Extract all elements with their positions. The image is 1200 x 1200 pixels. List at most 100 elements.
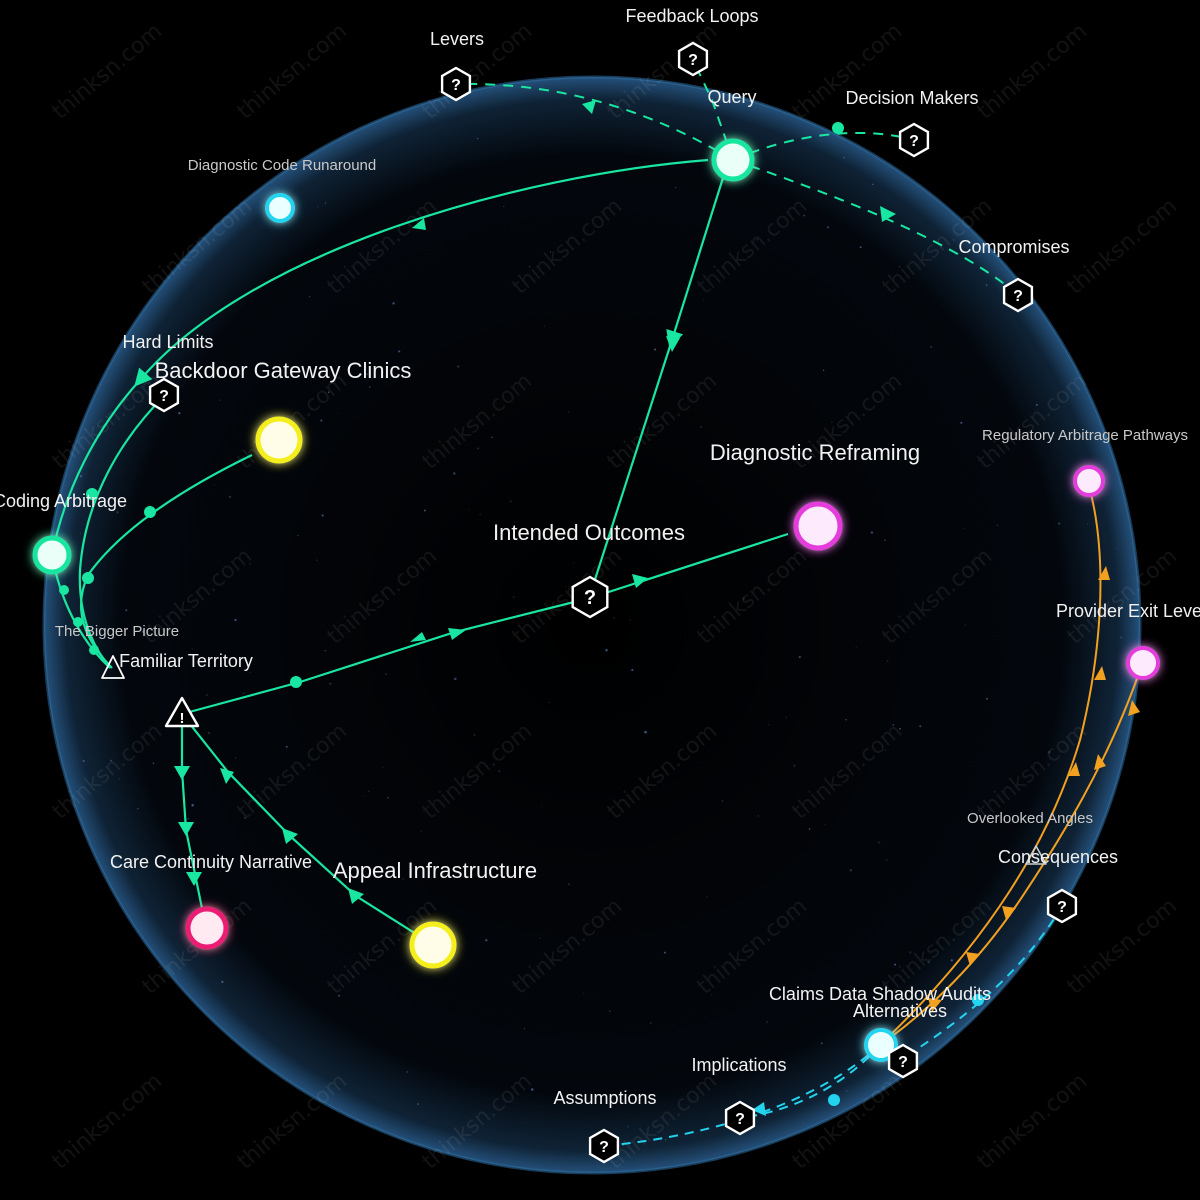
arrow-marker — [348, 888, 364, 904]
star — [884, 749, 887, 751]
node-decision-makers[interactable]: ? — [898, 122, 930, 158]
star — [885, 859, 888, 861]
star — [234, 757, 236, 759]
star — [503, 205, 505, 208]
star — [808, 828, 811, 830]
edge-query-to-decision — [732, 132, 915, 161]
node-backdoor-gateway-clinics[interactable] — [255, 416, 303, 464]
star — [1048, 750, 1051, 754]
star — [218, 399, 221, 402]
star — [309, 296, 311, 298]
arrow-marker — [666, 336, 680, 352]
star — [803, 214, 806, 217]
edges-orange — [879, 481, 1143, 1046]
star — [477, 447, 480, 450]
node-regulatory-arbitrage-pathways[interactable] — [1073, 465, 1105, 497]
star — [541, 805, 543, 807]
star — [242, 692, 245, 695]
star — [626, 1125, 629, 1128]
node-compromises[interactable]: ? — [1002, 277, 1034, 313]
star — [453, 472, 456, 475]
label-care-continuity-narrative: Care Continuity Narrative — [110, 852, 312, 872]
star — [721, 800, 724, 802]
star — [596, 996, 598, 998]
star — [142, 630, 145, 633]
star — [664, 1139, 667, 1141]
node-labels: Query Feedback Loops Levers Decision Mak… — [0, 6, 1200, 1108]
node-overlooked-angles[interactable] — [1025, 845, 1047, 865]
star — [605, 649, 608, 652]
node-appeal-infrastructure[interactable] — [409, 921, 457, 969]
star — [316, 206, 319, 208]
node-coding-arbitrage[interactable] — [32, 535, 72, 575]
node-levers[interactable]: ? — [440, 66, 472, 102]
label-provider-exit-leverage: Provider Exit Levera — [1056, 601, 1200, 621]
star — [927, 960, 930, 964]
label-decision-makers: Decision Makers — [845, 88, 978, 108]
star — [985, 697, 988, 700]
node-provider-exit-leverage[interactable] — [1126, 646, 1160, 680]
node-query[interactable] — [711, 138, 755, 182]
node-the-bigger-picture[interactable] — [101, 655, 125, 679]
star — [919, 725, 922, 728]
label-overlooked-angles: Overlooked Angles — [967, 810, 1093, 827]
star — [613, 617, 615, 619]
node-intended-outcomes[interactable]: ? — [571, 575, 609, 619]
star — [1035, 403, 1038, 406]
node-consequences[interactable]: ? — [1046, 888, 1078, 924]
arrow-marker — [220, 768, 234, 784]
question-hex-icon — [1046, 888, 1078, 924]
star — [249, 563, 251, 565]
star — [766, 1021, 768, 1023]
star — [476, 137, 479, 140]
label-levers: Levers — [430, 29, 484, 49]
arrow-marker — [282, 828, 298, 844]
edge-dot — [59, 585, 69, 595]
edge-dot — [828, 1094, 840, 1106]
question-hex-icon — [440, 66, 472, 102]
hexagon-nodes: ?????????? — [148, 41, 1078, 1164]
star — [536, 1144, 538, 1146]
arrow-marker — [1098, 566, 1110, 580]
node-assumptions[interactable]: ? — [588, 1128, 620, 1164]
edge-intended-to-reframing — [589, 532, 789, 600]
star — [845, 1090, 848, 1092]
question-glyph: ? — [1013, 288, 1023, 305]
star — [316, 559, 318, 561]
node-care-continuity-narrative[interactable] — [185, 906, 229, 950]
question-hex-icon — [887, 1043, 919, 1079]
node-feedback-loops[interactable]: ? — [677, 41, 709, 77]
node-familiar-territory[interactable]: ! — [164, 696, 200, 728]
watermark-text: thinksn.com — [973, 19, 1092, 125]
star — [110, 759, 113, 762]
star — [234, 618, 237, 622]
star — [363, 795, 365, 797]
star — [842, 156, 845, 159]
star — [629, 619, 631, 621]
star — [116, 511, 119, 514]
star — [420, 830, 422, 832]
label-coding-arbitrage: Coding Arbitrage — [0, 491, 127, 511]
sphere-background — [42, 75, 1142, 1175]
star — [207, 731, 211, 735]
star — [964, 624, 967, 627]
label-the-bigger-picture: The Bigger Picture — [55, 623, 179, 640]
star-field — [79, 137, 1123, 1146]
node-hard-limits[interactable]: ? — [148, 377, 180, 413]
edge-hard-limits-to-familiar — [78, 394, 166, 669]
star — [700, 426, 702, 428]
edge-dot — [86, 488, 98, 500]
node-diagnostic-code-runaround[interactable] — [265, 193, 295, 223]
star — [631, 668, 634, 672]
star — [491, 436, 493, 439]
question-glyph: ? — [1057, 899, 1067, 916]
node-diagnostic-reframing[interactable] — [793, 501, 843, 551]
watermark-text: thinksn.com — [788, 19, 907, 125]
arrow-marker — [1094, 754, 1106, 770]
node-implications[interactable]: ? — [724, 1100, 756, 1136]
star — [454, 677, 457, 681]
star — [82, 759, 85, 763]
node-alternatives[interactable]: ? — [887, 1043, 919, 1079]
edge-dot — [832, 122, 844, 134]
edge-query-to-levers — [455, 82, 734, 161]
